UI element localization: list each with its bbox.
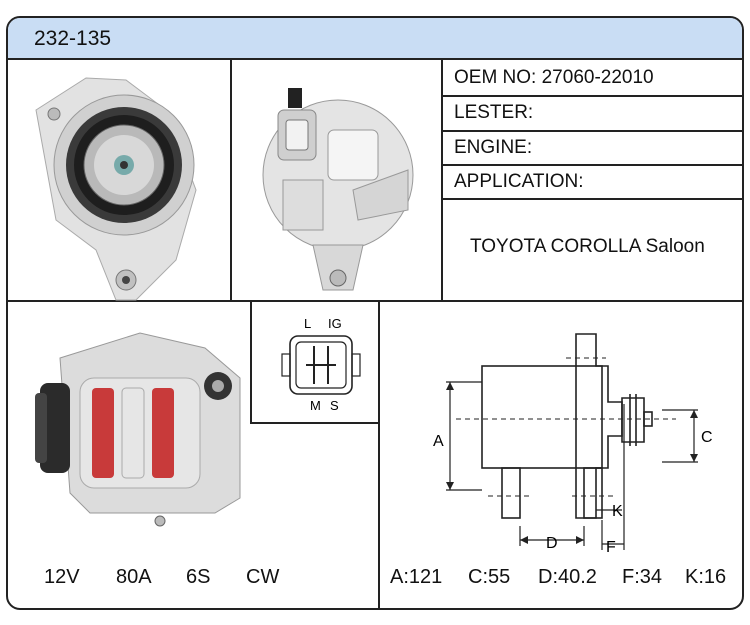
part-number: 232-135 <box>34 27 112 50</box>
divider-info1 <box>441 95 742 97</box>
spec-sheet: 232-135 OEM NO: 27060-22010 LESTER: ENGI… <box>6 16 744 610</box>
spec-pulley-grooves: 6S <box>186 566 211 588</box>
alternator-front-photo <box>35 77 197 301</box>
spec-dim-d: D:40.2 <box>538 566 597 588</box>
dim-f-label: F <box>606 539 616 556</box>
connector-inner <box>295 341 347 389</box>
dim-k-label: K <box>612 503 623 520</box>
title-bar: 232-135 <box>8 18 742 60</box>
application-value: TOYOTA COROLLA Saloon <box>470 236 705 257</box>
divider-info4 <box>441 198 742 200</box>
pin-l-label: L <box>304 316 311 331</box>
divider-connector-bottom <box>250 422 378 424</box>
alternator-side-photo <box>35 332 241 527</box>
spec-voltage: 12V <box>44 566 80 588</box>
connector-pins <box>306 346 336 384</box>
dimension-drawing: A C D F K <box>433 333 713 556</box>
engine-label: ENGINE: <box>454 137 533 158</box>
dim-d-label: D <box>546 535 558 552</box>
divider-v2 <box>441 60 443 300</box>
divider-v1 <box>230 60 232 300</box>
dim-c-label: C <box>701 429 713 446</box>
pin-s-label: S <box>330 398 339 413</box>
spec-dim-f: F:34 <box>622 566 663 588</box>
connector-latch-left <box>281 353 291 377</box>
oem-number: OEM NO: 27060-22010 <box>454 67 654 88</box>
application-label: APPLICATION: <box>454 171 584 192</box>
connector-latch-right <box>351 353 361 377</box>
divider-top-row <box>8 300 742 302</box>
spec-dim-k: K:16 <box>685 566 727 588</box>
spec-dim-a: A:121 <box>390 566 443 588</box>
spec-dim-c: C:55 <box>468 566 511 588</box>
spec-amperage: 80A <box>116 566 152 588</box>
spec-rotation: CW <box>246 566 280 588</box>
divider-v4 <box>378 302 380 608</box>
divider-v3 <box>250 302 252 424</box>
alternator-rear-photo <box>262 88 414 291</box>
connector-diagram: L IG M S <box>281 316 361 413</box>
dim-a-label: A <box>433 433 444 450</box>
pin-ig-label: IG <box>328 316 342 331</box>
lester-label: LESTER: <box>454 102 534 123</box>
divider-info2 <box>441 130 742 132</box>
divider-info3 <box>441 164 742 166</box>
pin-m-label: M <box>310 398 321 413</box>
